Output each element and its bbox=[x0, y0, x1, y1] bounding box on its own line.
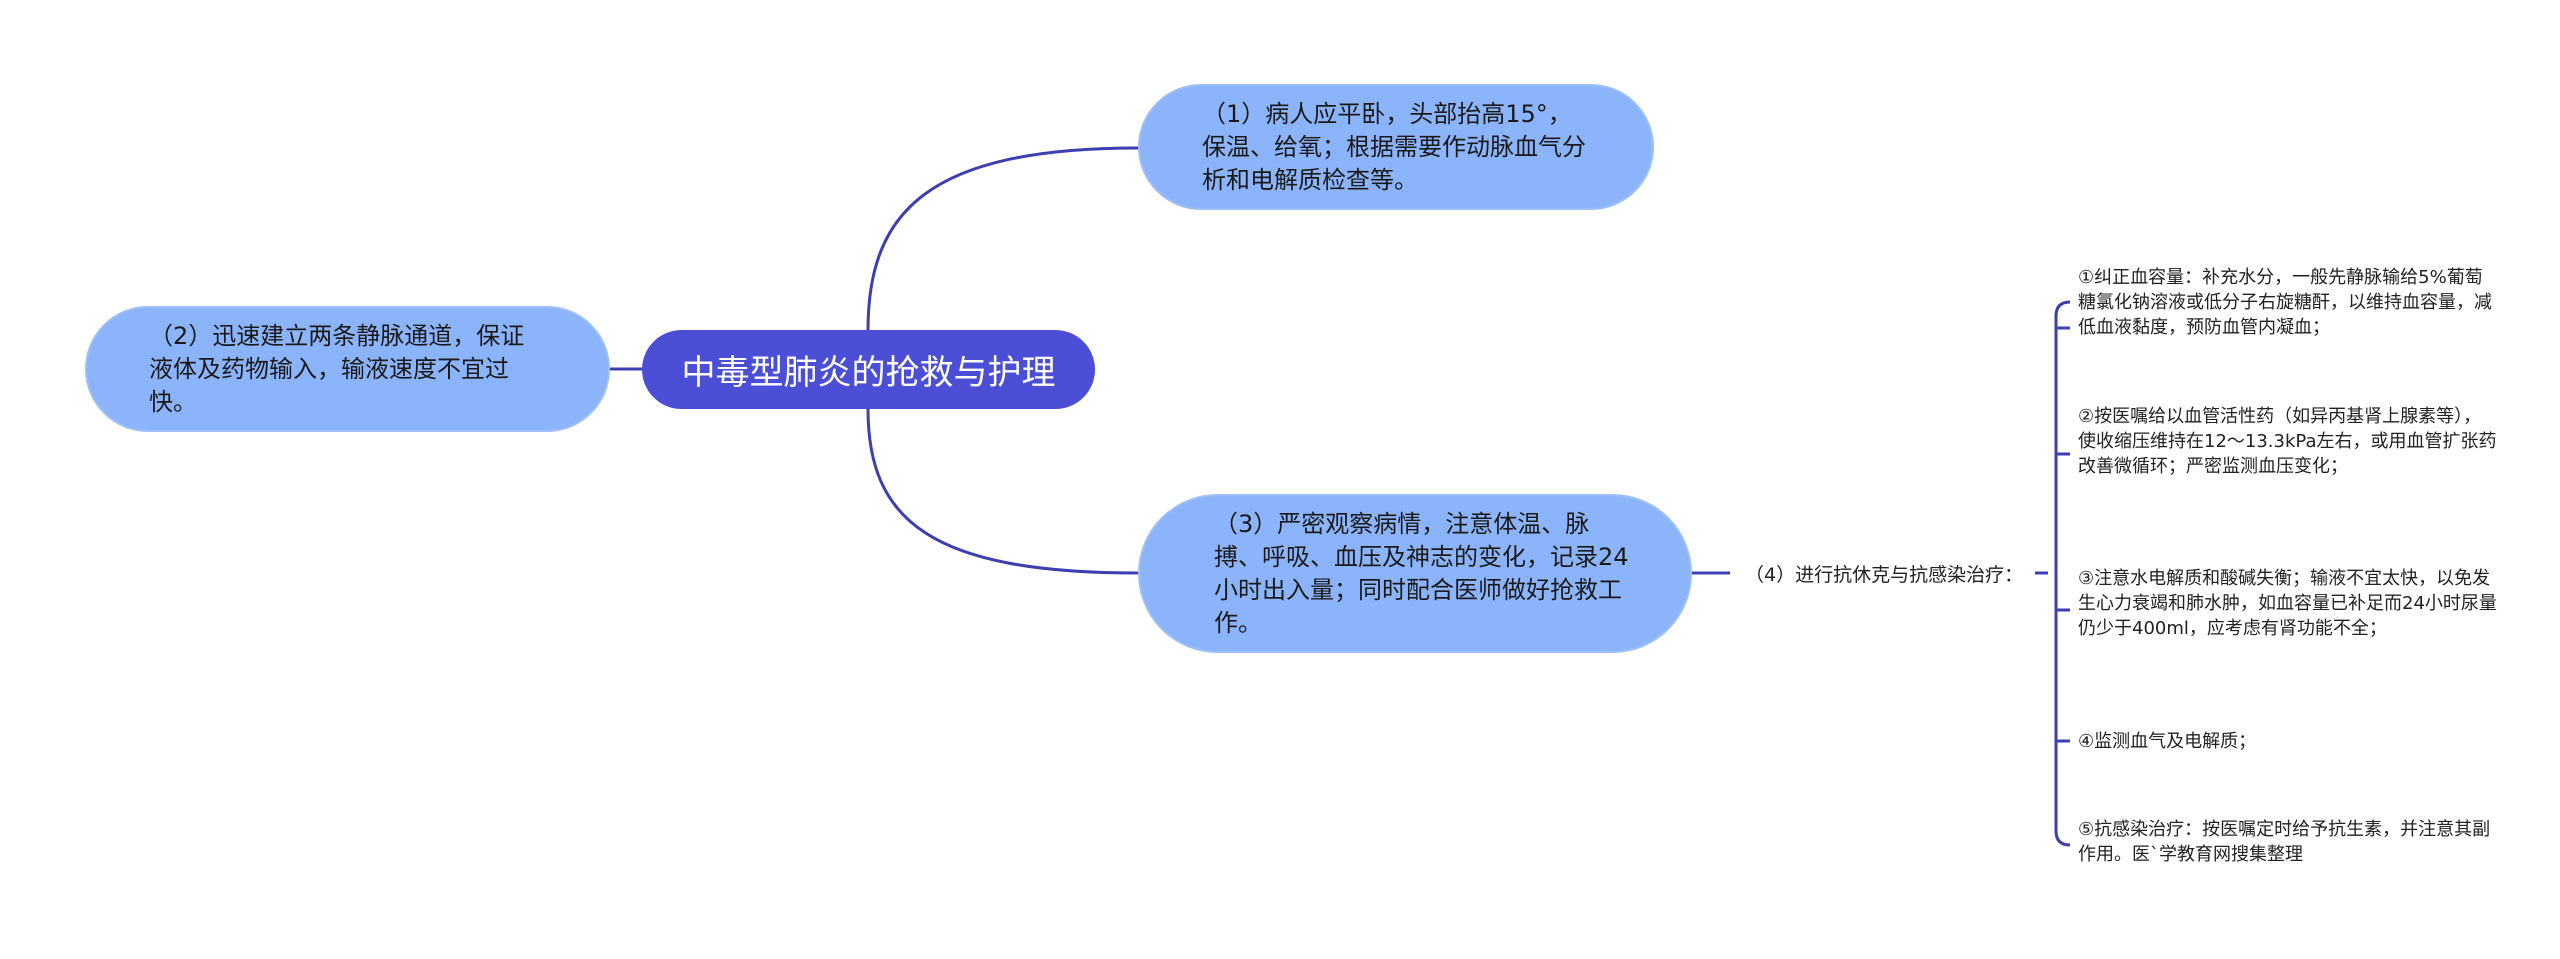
topic-node-2[interactable]: （2）迅速建立两条静脉通道，保证液体及药物输入，输液速度不宜过快。 bbox=[85, 306, 610, 432]
leaf-item-2[interactable]: ②按医嘱给以血管活性药（如异丙基肾上腺素等），使收缩压维持在12～13.3kPa… bbox=[2078, 406, 2497, 477]
topic-node-2-text: （2）迅速建立两条静脉通道，保证液体及药物输入，输液速度不宜过快。 bbox=[149, 321, 525, 416]
leaf-item-1[interactable]: ①纠正血容量：补充水分，一般先静脉输给5%葡萄糖氯化钠溶液或低分子右旋糖酐，以维… bbox=[2078, 267, 2492, 338]
topic-node-4[interactable]: （4）进行抗休克与抗感染治疗： bbox=[1745, 558, 2045, 588]
leaf-item-4[interactable]: ④监测血气及电解质； bbox=[2078, 731, 2257, 752]
edge-root-n1 bbox=[866, 146, 1139, 331]
topic-node-3[interactable]: （3）严密观察病情，注意体温、脉搏、呼吸、血压及神志的变化，记录24小时出入量；… bbox=[1138, 494, 1692, 653]
edge-root-n3 bbox=[866, 408, 1139, 575]
leaf-bracket bbox=[2054, 300, 2071, 847]
root-label: 中毒型肺炎的抢救与护理 bbox=[681, 353, 1056, 393]
topic-node-1[interactable]: （1）病人应平卧，头部抬高15°，保温、给氧；根据需要作动脉血气分析和电解质检查… bbox=[1138, 84, 1654, 210]
topic-node-3-text: （3）严密观察病情，注意体温、脉搏、呼吸、血压及神志的变化，记录24小时出入量；… bbox=[1214, 509, 1629, 637]
leaf-item-3[interactable]: ③注意水电解质和酸碱失衡；输液不宜太快，以免发生心力衰竭和肺水肿，如血容量已补足… bbox=[2078, 568, 2497, 639]
leaf-item-5[interactable]: ⑤抗感染治疗：按医嘱定时给予抗生素，并注意其副作用。医`学教育网搜集整理 bbox=[2078, 819, 2491, 865]
root-node[interactable]: 中毒型肺炎的抢救与护理 bbox=[642, 330, 1095, 409]
topic-node-1-text: （1）病人应平卧，头部抬高15°，保温、给氧；根据需要作动脉血气分析和电解质检查… bbox=[1202, 99, 1586, 194]
topic-node-4-text: （4）进行抗休克与抗感染治疗： bbox=[1745, 563, 2024, 586]
